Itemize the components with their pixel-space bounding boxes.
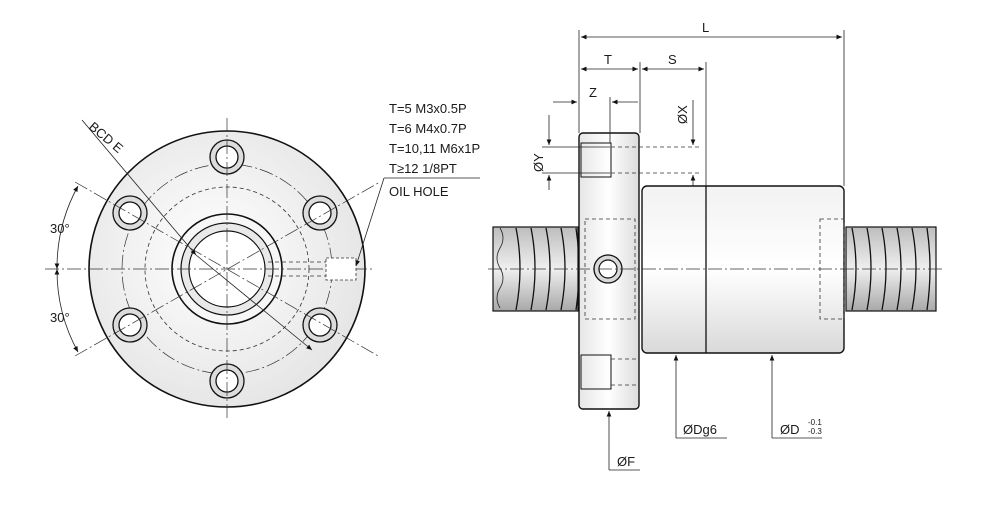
front-centerline-30a (74, 181, 381, 358)
bolt-hole-upper-left (112, 195, 148, 231)
angle-top-label: 30° (50, 221, 70, 236)
oil-hole-leader (355, 177, 385, 267)
oil-hole-label: OIL HOLE (389, 184, 449, 199)
dim-D-tol-lower: -0.3 (808, 427, 822, 436)
dim-X-label: ØX (675, 105, 690, 124)
angle-arc-bottom (54, 268, 79, 353)
spec-line-1: T=5 M3x0.5P (389, 101, 467, 116)
spec-line-3: T=10,11 M6x1P (389, 141, 480, 156)
spec-line-2: T=6 M4x0.7P (389, 121, 467, 136)
angle-bottom-label: 30° (50, 310, 70, 325)
dim-D-tol-upper: -0.1 (808, 418, 822, 427)
dim-T-label: T (604, 52, 612, 67)
front-centerline-30b (74, 181, 381, 357)
bolt-hole-upper-right (302, 195, 338, 231)
dim-Y-label: ØY (531, 153, 546, 172)
oil-hole-port (325, 257, 357, 281)
oil-hole-spec: T=5 M3x0.5P T=6 M4x0.7P T=10,11 M6x1P T≥… (355, 101, 480, 267)
bcd-label: BCD E (86, 119, 126, 156)
bolt-hole-bottom (209, 363, 245, 399)
dim-Z-label: Z (589, 85, 597, 100)
dim-L-label: L (702, 20, 709, 35)
bcd-leader (81, 119, 197, 256)
dim-F-label: ØF (617, 454, 635, 469)
front-view: BCD E 30° 30° (45, 118, 381, 420)
dim-S-label: S (668, 52, 677, 67)
dim-D-label: ØD (780, 422, 800, 437)
bolt-hole-lower-left (112, 307, 148, 343)
spec-line-4: T≥12 1/8PT (389, 161, 457, 176)
screw-shaft-right (845, 226, 937, 312)
angle-arc-top (54, 185, 79, 270)
dim-Dg6-label: ØDg6 (683, 422, 717, 437)
bolt-hole-lower-right (302, 307, 338, 343)
nut-body-side (641, 185, 845, 354)
side-view: L T S Z ØY ØX ØF ØDg6 ØD (488, 20, 945, 471)
